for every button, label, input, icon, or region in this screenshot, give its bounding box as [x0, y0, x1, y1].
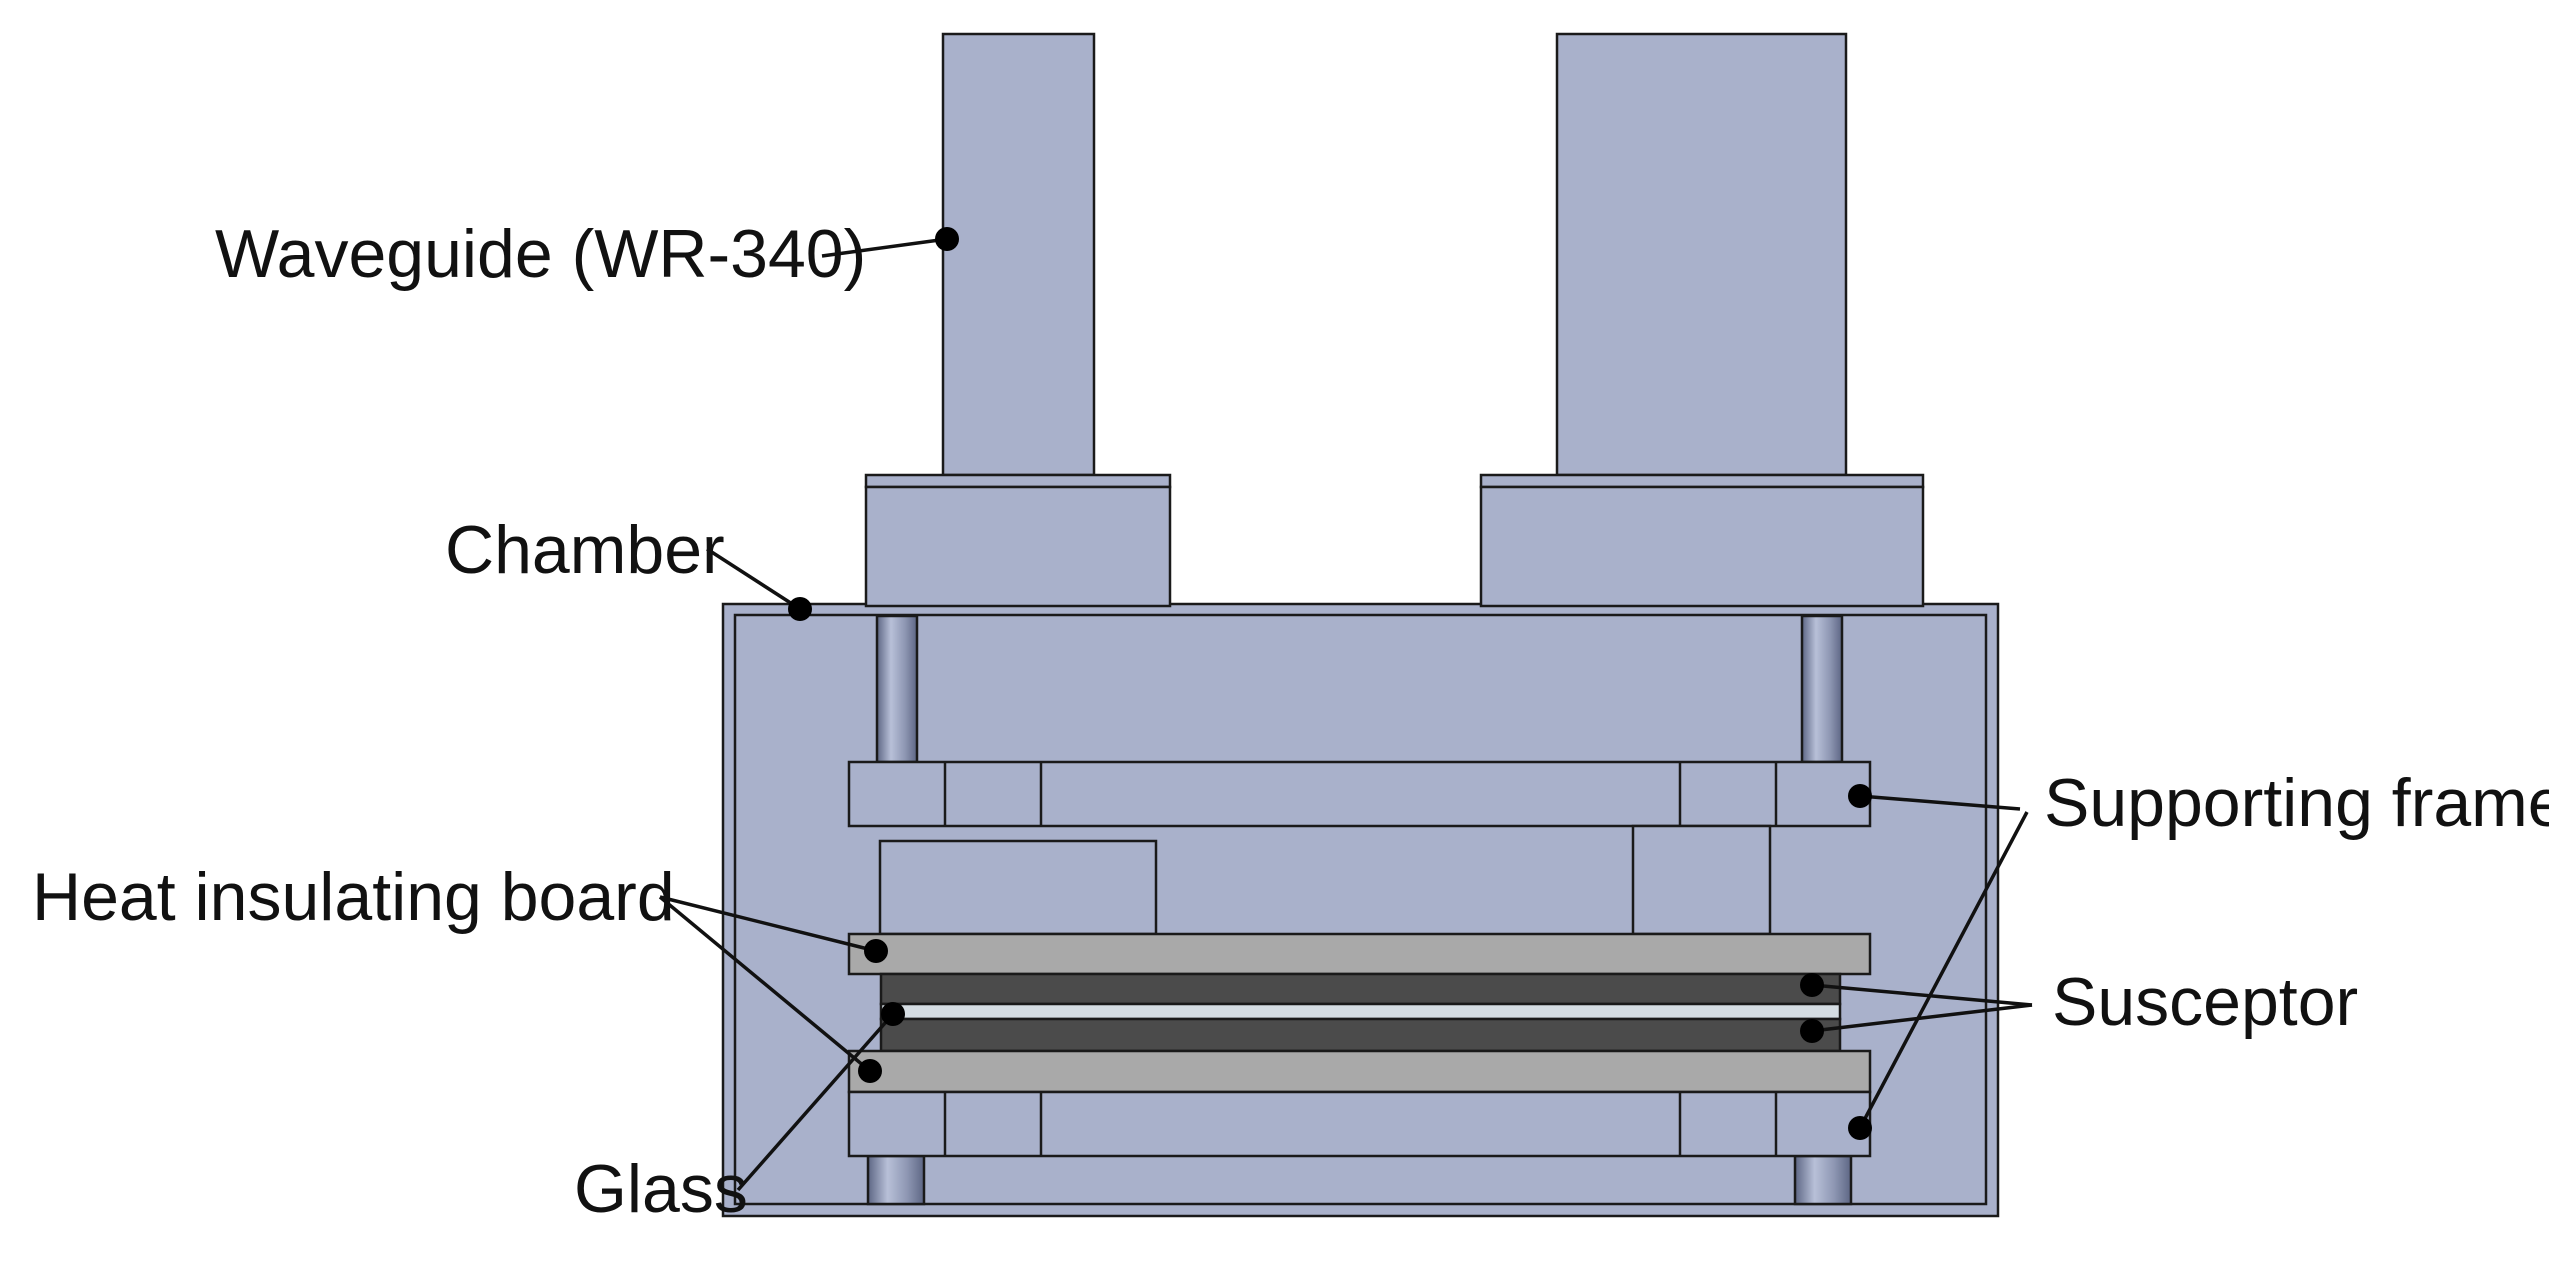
- label-waveguide: Waveguide (WR-340): [215, 216, 866, 292]
- waveguide-flange-right: [1479, 473, 1925, 489]
- waveguide-flange-left: [864, 473, 1172, 489]
- spacer-block-left: [878, 839, 1158, 936]
- leader-lines: [658, 237, 2033, 1192]
- waveguide-leader: [821, 237, 948, 258]
- waveguide-left: [941, 32, 1096, 477]
- supporting-frame-upper: [847, 760, 1872, 828]
- supporting-frame-lower: [847, 1090, 1872, 1158]
- glass-dot: [881, 1002, 905, 1026]
- susceptor-dot-bottom: [1800, 1019, 1824, 1043]
- susceptor-bottom: [879, 1017, 1842, 1053]
- leader-dots: [788, 227, 1872, 1140]
- waveguide-right: [1555, 32, 1848, 477]
- waveguide-adapter-left: [864, 485, 1172, 608]
- heat-insulating-board-bottom: [847, 1049, 1872, 1094]
- spacer-blocks: [878, 824, 1772, 936]
- labels: Waveguide (WR-340) Chamber Supporting fr…: [32, 216, 2549, 1227]
- chamber-dot: [788, 597, 812, 621]
- support-post-lower-left: [866, 1154, 926, 1206]
- support-post-upper-left: [875, 614, 919, 764]
- support-posts: [866, 614, 1853, 1206]
- supporting-frame-dot-upper: [1848, 784, 1872, 808]
- glass-sheet: [879, 1002, 1842, 1021]
- label-supporting-frame: Supporting frame: [2044, 765, 2549, 841]
- support-post-upper-right: [1800, 614, 1844, 764]
- label-susceptor: Susceptor: [2052, 964, 2358, 1040]
- waveguide-assembly-right: [1479, 32, 1925, 608]
- support-post-lower-right: [1793, 1154, 1853, 1206]
- susceptor-leader-top: [1811, 983, 2033, 1007]
- waveguide-dot: [935, 227, 959, 251]
- heat-board-dot-bottom: [858, 1059, 882, 1083]
- susceptor-dot-top: [1800, 973, 1824, 997]
- supporting-frame-upper-bar: [847, 760, 1872, 828]
- glass-leader: [736, 1012, 895, 1192]
- label-heat-insulating-board: Heat insulating board: [32, 859, 675, 935]
- supporting-frame-leader-upper: [1859, 794, 2021, 811]
- waveguide-assembly-left: [864, 32, 1172, 608]
- supporting-frame-lower-bar: [847, 1090, 1872, 1158]
- waveguide-adapter-right: [1479, 485, 1925, 608]
- supporting-frame-leader-lower: [1858, 811, 2029, 1129]
- heat-board-leader-bottom: [658, 895, 872, 1073]
- label-chamber: Chamber: [445, 512, 725, 588]
- chamber-leader: [706, 547, 801, 611]
- supporting-frame-dot-lower: [1848, 1116, 1872, 1140]
- heat-board-leader-top: [659, 895, 877, 953]
- label-glass: Glass: [574, 1151, 748, 1227]
- spacer-block-right: [1631, 824, 1772, 936]
- susceptor-top: [879, 972, 1842, 1006]
- heat-insulating-board-top: [847, 932, 1872, 976]
- heat-board-dot-top: [864, 939, 888, 963]
- susceptor-leader-bottom: [1811, 1003, 2033, 1033]
- heating-stack: [847, 932, 1872, 1094]
